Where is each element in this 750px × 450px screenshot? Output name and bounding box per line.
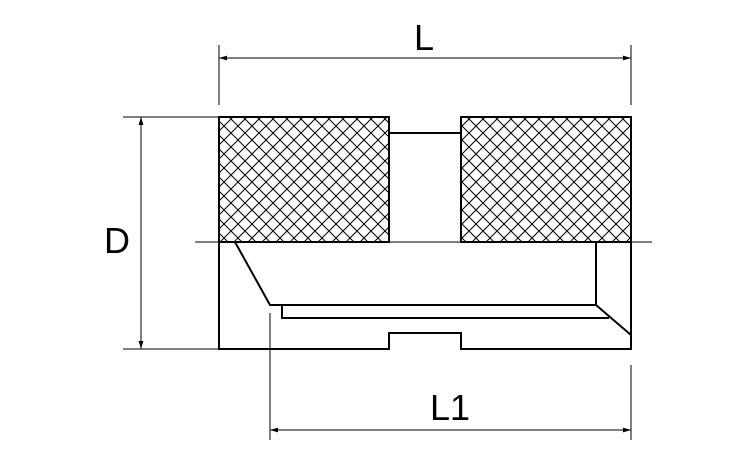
dimension-label-D: D: [104, 220, 130, 261]
dimension-label-L: L: [414, 17, 434, 58]
body-outline: [218, 242, 632, 350]
thread-outline: [281, 305, 609, 319]
extension-lines: [123, 45, 632, 440]
bore-outline: [234, 241, 632, 336]
dimension-label-L1: L1: [430, 387, 470, 428]
knurled-section-left: [218, 116, 390, 243]
knurled-section-right: [460, 116, 632, 243]
